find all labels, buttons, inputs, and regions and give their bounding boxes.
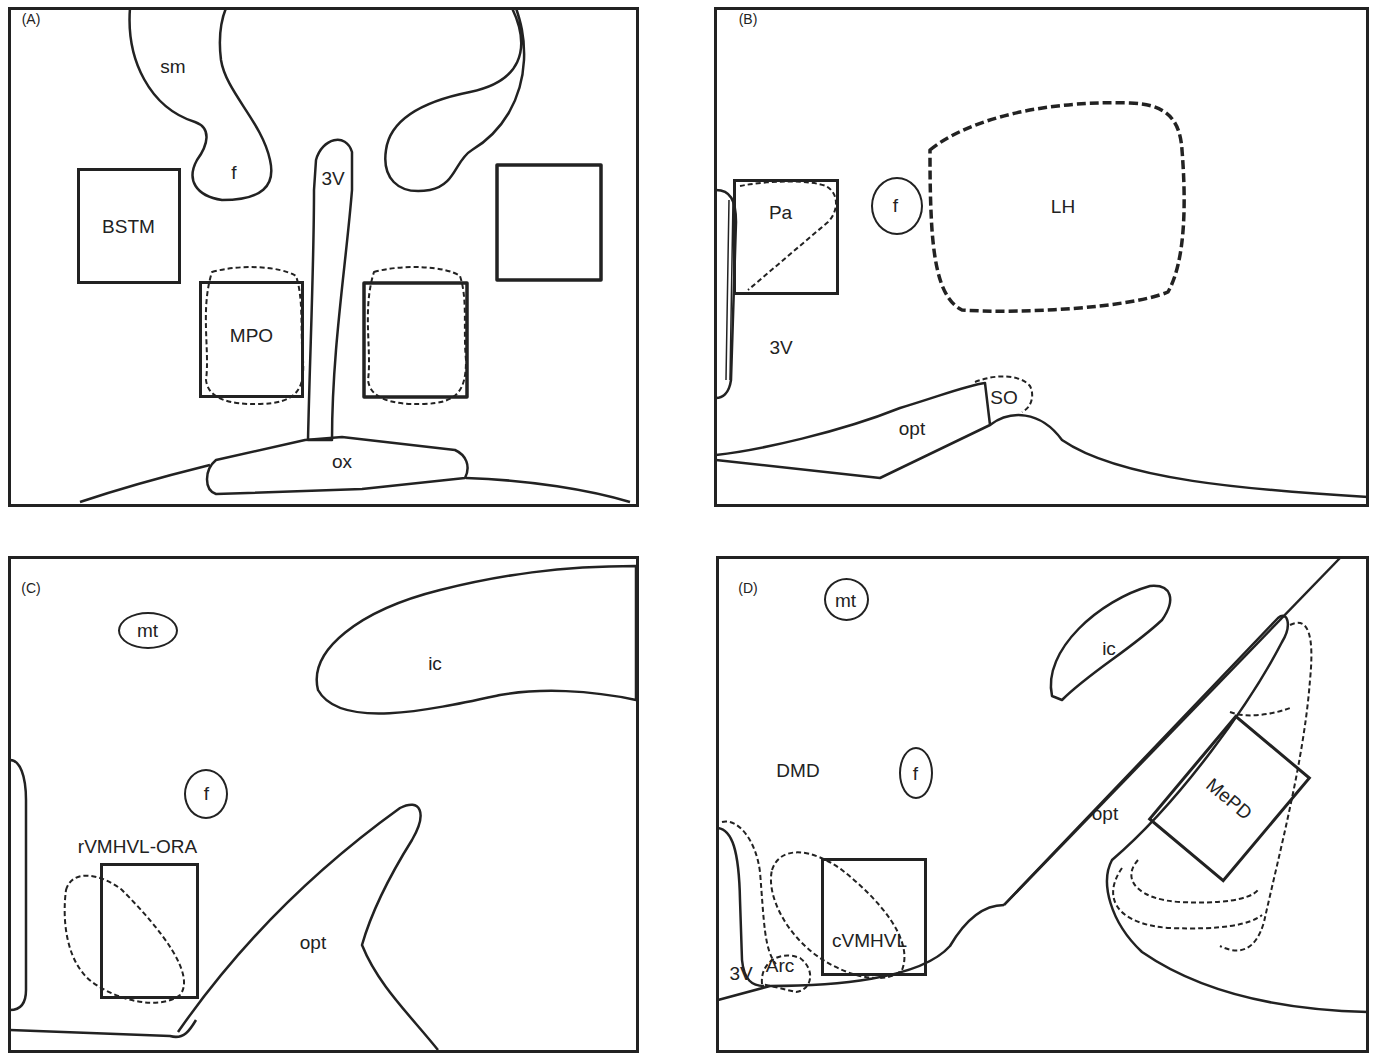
third-ventricle-outline xyxy=(718,828,764,986)
stria-medullaris-fornix-outline xyxy=(130,8,272,200)
panel-letter: (D) xyxy=(738,581,757,595)
internal-capsule-outline xyxy=(1051,586,1170,700)
region-name: f xyxy=(893,195,898,214)
sample-box: MPO xyxy=(199,281,304,398)
region-name: cVMHVL xyxy=(832,930,907,949)
arc-region-outline xyxy=(762,956,810,992)
mepd-region-outline xyxy=(1220,623,1311,951)
region-name: MPO xyxy=(230,325,273,344)
optic-tract-outline xyxy=(178,805,438,1050)
structure-label: 3V xyxy=(729,964,752,983)
panel-letter: (C) xyxy=(21,581,40,595)
optic-tract-outline xyxy=(1004,616,1368,1012)
fiber-bundle-circle: f xyxy=(899,747,933,799)
sample-box xyxy=(364,283,467,397)
structure-label: DMD xyxy=(776,761,819,780)
structure-label: SO xyxy=(990,388,1017,407)
mepd-region-outline xyxy=(1131,860,1258,903)
region-name: f xyxy=(913,763,918,782)
mepd-region-outline xyxy=(1230,708,1290,715)
region-name: MePD xyxy=(1203,774,1256,822)
region-name: mt xyxy=(137,620,158,639)
region-name: Pa xyxy=(769,202,792,221)
region-name: f xyxy=(204,783,209,802)
third-ventricle-outline xyxy=(308,140,352,440)
brain-base-line xyxy=(990,415,1368,497)
structure-label: 3V xyxy=(321,169,344,188)
structure-label: opt xyxy=(300,933,326,952)
fiber-bundle-circle: mt xyxy=(824,578,869,621)
fiber-bundle-circle: mt xyxy=(118,612,178,649)
structure-label: ic xyxy=(1102,639,1116,658)
fiber-bundle-circle: f xyxy=(184,769,228,819)
periventricular-region-outline xyxy=(722,822,776,964)
brain-base-line xyxy=(718,905,1004,1000)
figure-panel: (B) Pa f xyxy=(714,7,1369,507)
structure-label: 3V xyxy=(769,338,792,357)
brain-base-line xyxy=(466,478,630,502)
figure-panel: (A) BSTM MPO xyxy=(8,7,639,507)
sample-box: BSTM xyxy=(77,168,181,284)
optic-tract-outline xyxy=(716,383,990,478)
figure-panel: (C) mt f rVMHVL-ORA xyxy=(8,556,639,1053)
structure-label: opt xyxy=(1092,804,1118,823)
structure-label: sm xyxy=(160,57,185,76)
mpo-region-outline xyxy=(206,267,303,404)
lh-region-outline xyxy=(930,103,1184,311)
structure-label: ox xyxy=(332,452,352,471)
sample-box: Pa xyxy=(733,179,839,295)
brain-base-line xyxy=(80,465,210,502)
structure-label: opt xyxy=(899,419,925,438)
region-name: rVMHVL-ORA xyxy=(78,836,197,855)
pa-region-outline xyxy=(740,182,836,291)
rvmhvl-region-outline xyxy=(65,876,184,1003)
region-name: mt xyxy=(835,590,856,609)
region-name: BSTM xyxy=(102,216,155,235)
figure-panel: (D) mt f cVMHVL MePD xyxy=(716,556,1369,1053)
sample-box xyxy=(497,165,601,280)
panel-letter: (B) xyxy=(739,12,758,26)
fiber-bundle-circle: f xyxy=(871,177,923,235)
structure-label: Arc xyxy=(766,956,795,975)
so-region-outline xyxy=(975,376,1032,412)
panel-letter: (A) xyxy=(22,12,41,26)
internal-capsule-outline xyxy=(317,566,636,713)
sample-box: cVMHVL xyxy=(821,858,927,976)
third-ventricle-outline xyxy=(10,760,26,1010)
sample-box: rVMHVL-ORA xyxy=(100,863,199,999)
structure-label: LH xyxy=(1051,197,1075,216)
structure-label: ic xyxy=(428,654,442,673)
sample-box: MePD xyxy=(1148,714,1312,883)
mpo-region-outline xyxy=(368,267,466,404)
optic-tract-outline xyxy=(1004,558,1340,905)
mepd-region-outline xyxy=(1113,868,1262,928)
optic-chiasm-outline xyxy=(207,437,468,494)
structure-label: f xyxy=(231,163,236,182)
third-ventricle-outline xyxy=(726,200,733,380)
brain-base-line xyxy=(10,1020,196,1037)
